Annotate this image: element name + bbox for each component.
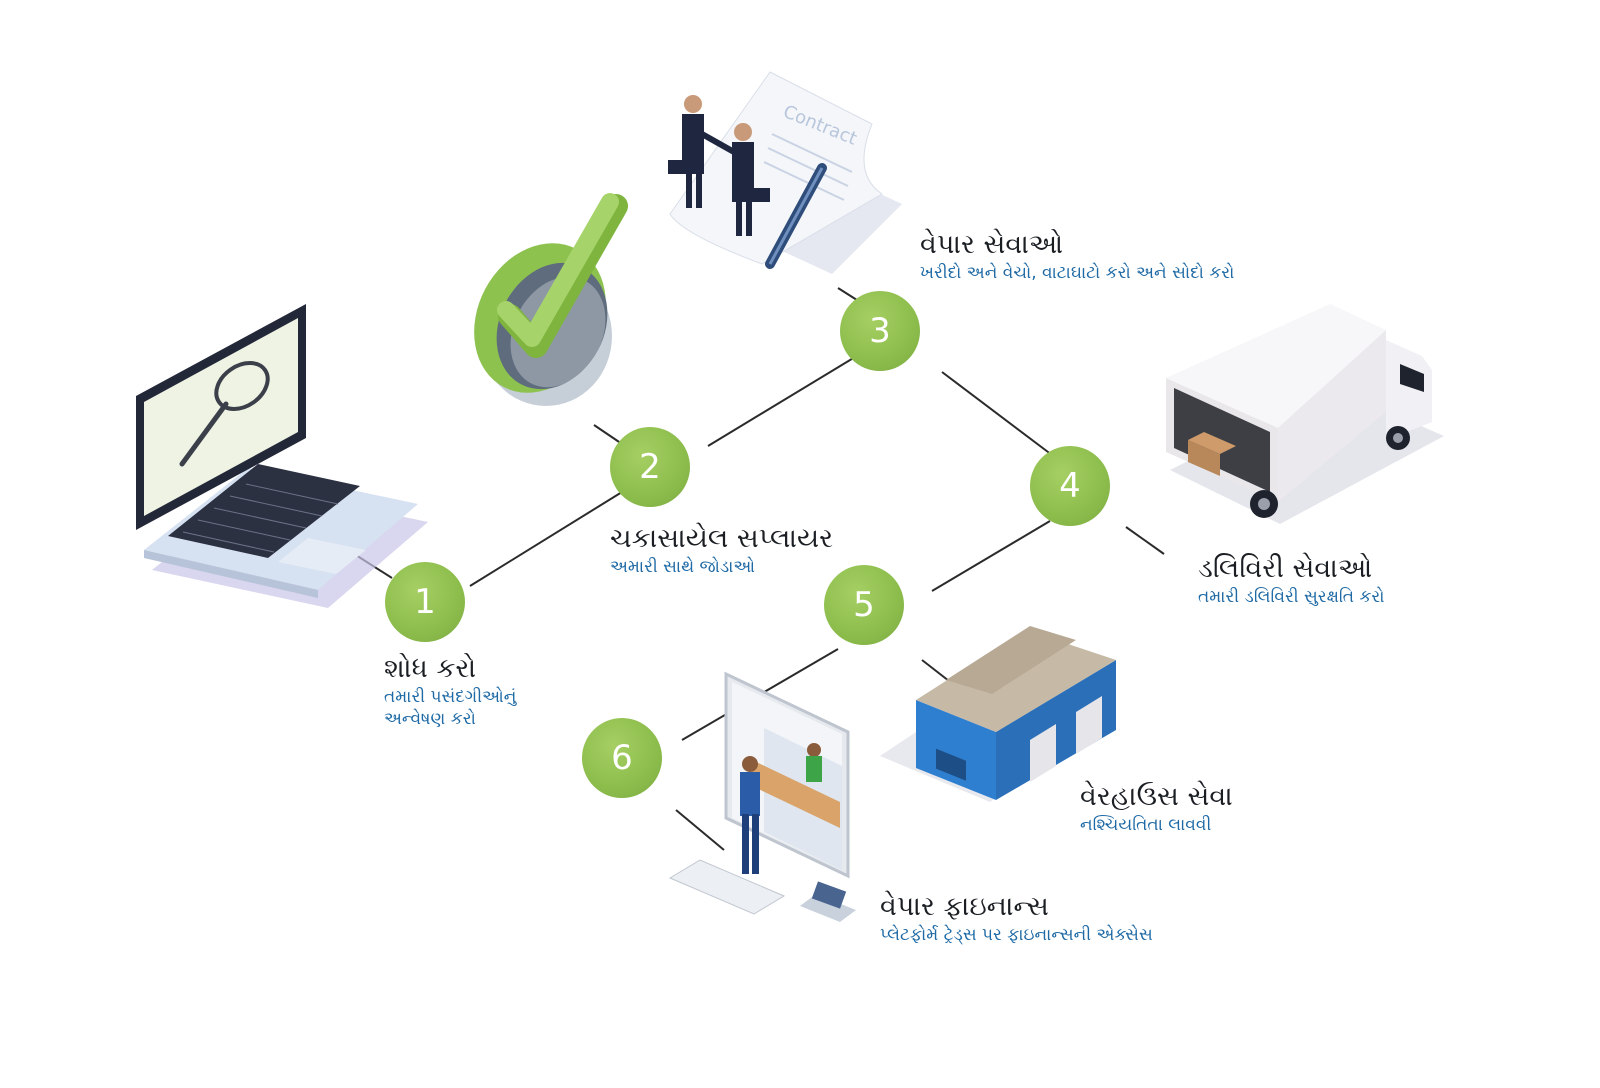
- checkmark-icon: [474, 193, 628, 406]
- step-5-circle: 5: [824, 565, 904, 645]
- step-1-title: શોધ કરો: [384, 653, 477, 684]
- step-2-subtitle: અમારી સાથે જોડાઓ: [610, 557, 755, 577]
- monitor-finance-icon: [668, 671, 856, 922]
- laptop-search-icon: [136, 304, 428, 608]
- step-5-subtitle: નશ્ચિયતિતા લાવવી: [1080, 815, 1212, 835]
- connector-4-5: [931, 520, 1051, 592]
- step-4-circle: 4: [1030, 446, 1110, 526]
- step-3-subtitle: ખરીદો અને વેચો, વાટાઘાટો કરો અને સોદો કર…: [920, 263, 1235, 283]
- delivery-truck-icon: [1166, 304, 1444, 524]
- step-2-label: ચકાસાયેલ સપ્લાયર અમારી સાથે જોડાઓ: [610, 522, 833, 578]
- contract-handshake-icon: Contract: [668, 71, 902, 274]
- step-3-label: વેપાર સેવાઓ ખરીદો અને વેચો, વાટાઘાટો કરો…: [920, 228, 1234, 284]
- step-6-title: વેપાર ફાઇનાન્સ: [880, 891, 1049, 922]
- connector-3-4: [941, 371, 1053, 456]
- step-3-circle: 3: [840, 291, 920, 371]
- step-6-label: વેપાર ફાઇનાન્સ પ્લેટફોર્મ ટ્રેડ્સ પર ફાઇ…: [880, 890, 1153, 946]
- step-5-title: વેરહાઉસ સેવા: [1080, 781, 1233, 812]
- step-1-subtitle: તમારી પસંદગીઓનું: [384, 687, 517, 707]
- step-4-title: ડલિવિરી સેવાઓ: [1198, 553, 1373, 584]
- step-1-label: શોધ કરો તમારી પસંદગીઓનું અન્વેષણ કરો: [384, 652, 516, 730]
- connector-1-2: [469, 491, 623, 587]
- warehouse-icon: [880, 626, 1116, 802]
- connector-6-monitor: [675, 809, 725, 851]
- step-3-title: વેપાર સેવાઓ: [920, 229, 1064, 260]
- connector-4-truck: [1125, 526, 1165, 555]
- step-5-label: વેરહાઉસ સેવા નશ્ચિયતિતા લાવવી: [1080, 780, 1233, 836]
- step-1-subtitle-line2: અન્વેષણ કરો: [384, 709, 476, 729]
- connector-2-3: [707, 353, 861, 447]
- step-6-subtitle: પ્લેટફોર્મ ટ્રેડ્સ પર ફાઇનાન્સની એક્સેસ: [880, 925, 1153, 945]
- step-4-subtitle: તમારી ડલિવિરી સુરક્ષતિ કરો: [1198, 587, 1385, 607]
- step-2-circle: 2: [610, 427, 690, 507]
- step-4-label: ડલિવિરી સેવાઓ તમારી ડલિવિરી સુરક્ષતિ કરો: [1198, 552, 1384, 608]
- step-2-title: ચકાસાયેલ સપ્લાયર: [610, 523, 834, 554]
- step-6-circle: 6: [582, 718, 662, 798]
- step-1-circle: 1: [385, 562, 465, 642]
